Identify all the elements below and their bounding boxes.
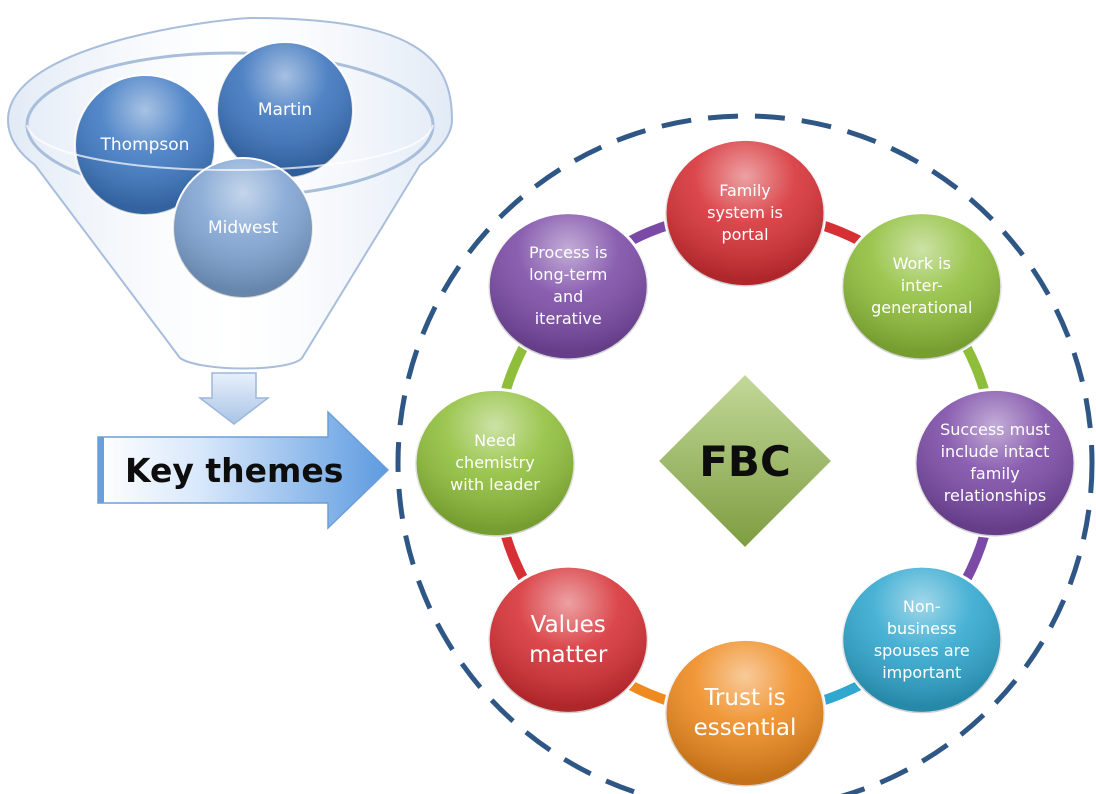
theme-node-2 [840, 211, 1004, 362]
theme-node-1 [663, 137, 827, 289]
key-themes-arrow-stripe [98, 437, 104, 503]
theme-node-6 [486, 564, 650, 715]
cycle-nodes [413, 137, 1077, 789]
theme-node-7 [413, 387, 577, 539]
theme-node-4 [840, 564, 1004, 715]
down-arrow-icon [197, 372, 271, 425]
funnel-rim-front [26, 124, 434, 171]
theme-node-3 [913, 387, 1077, 539]
theme-node-8 [486, 211, 650, 362]
funnel-circle-midwest [172, 157, 314, 299]
funnel [6, 16, 454, 370]
dashed-boundary [395, 113, 1095, 794]
funnel-circle-thompson [74, 74, 216, 216]
center-diamond [654, 370, 836, 552]
theme-node-5 [663, 637, 827, 789]
key-themes-arrow [97, 410, 390, 530]
